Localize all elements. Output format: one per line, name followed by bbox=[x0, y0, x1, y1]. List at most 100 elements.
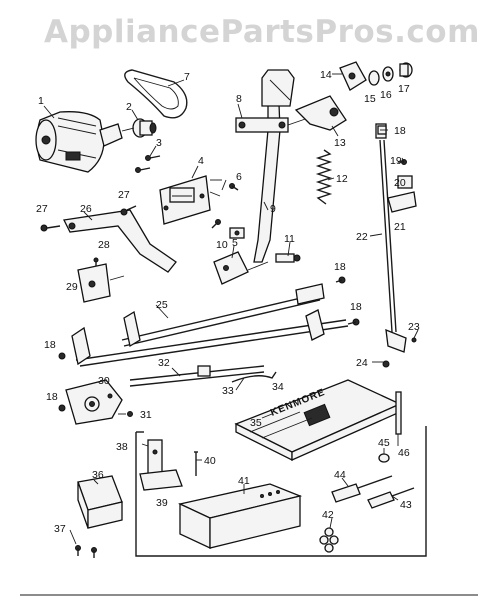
callout-26: 26 bbox=[80, 203, 92, 215]
control-box-36-part bbox=[77, 475, 123, 529]
callout-18a: 18 bbox=[394, 125, 406, 137]
callout-11: 11 bbox=[284, 233, 295, 245]
screw-18e-part bbox=[58, 404, 66, 412]
clamp-20-part bbox=[397, 175, 413, 189]
bracket-8-part bbox=[235, 115, 315, 133]
callout-7: 7 bbox=[184, 71, 190, 83]
callout-2: 2 bbox=[126, 101, 132, 113]
knob-17-part bbox=[399, 62, 413, 78]
callout-33: 33 bbox=[222, 385, 234, 397]
callout-25: 25 bbox=[156, 299, 168, 311]
callout-18d: 18 bbox=[44, 339, 56, 351]
callout-34: 34 bbox=[272, 381, 284, 393]
callout-19: 19 bbox=[390, 155, 402, 167]
callout-10: 10 bbox=[216, 239, 228, 251]
callout-18b: 18 bbox=[334, 261, 346, 273]
callout-46: 46 bbox=[398, 447, 410, 459]
callout-27b: 27 bbox=[118, 189, 130, 201]
callout-6: 6 bbox=[236, 171, 242, 183]
block-10-part bbox=[213, 251, 269, 285]
callout-9: 9 bbox=[270, 203, 276, 215]
watermark: AppliancePartsPros.com bbox=[44, 14, 480, 50]
callout-37: 37 bbox=[54, 523, 66, 535]
presser-foot-39-part bbox=[139, 439, 183, 491]
callout-18e: 18 bbox=[46, 391, 58, 403]
callout-17: 17 bbox=[398, 83, 410, 95]
callout-8: 8 bbox=[236, 93, 242, 105]
motor-pulley-part bbox=[121, 118, 157, 138]
callout-36: 36 bbox=[92, 469, 104, 481]
callout-18c: 18 bbox=[350, 301, 362, 313]
callout-42: 42 bbox=[322, 509, 334, 521]
callout-31: 31 bbox=[140, 409, 152, 421]
screw-18d-part bbox=[58, 352, 66, 360]
bracket-plate-part bbox=[159, 175, 222, 225]
screwdriver-43-part bbox=[367, 487, 415, 509]
bracket-29-part bbox=[77, 263, 125, 303]
spring-12-part bbox=[315, 149, 333, 205]
bobbins-42-part bbox=[319, 527, 339, 553]
callout-28: 28 bbox=[98, 239, 110, 251]
cap-45-part bbox=[378, 453, 390, 463]
callout-5: 5 bbox=[232, 237, 238, 249]
screw-24-part bbox=[382, 360, 390, 368]
guide-21-part bbox=[387, 191, 417, 213]
arm-26-part bbox=[63, 209, 177, 273]
callout-21: 21 bbox=[394, 221, 406, 233]
callout-15: 15 bbox=[364, 93, 376, 105]
callout-35: 35 bbox=[250, 417, 262, 429]
callout-45: 45 bbox=[378, 437, 390, 449]
washer-15-part bbox=[368, 70, 380, 86]
callout-4: 4 bbox=[198, 155, 204, 167]
rod-25-part bbox=[121, 283, 325, 347]
callout-23: 23 bbox=[408, 321, 420, 333]
callout-41: 41 bbox=[238, 475, 250, 487]
bolt-11-part bbox=[275, 253, 301, 263]
screw-31-part bbox=[127, 411, 133, 417]
leader-lines bbox=[43, 73, 419, 545]
callout-29: 29 bbox=[66, 281, 78, 293]
callout-3: 3 bbox=[156, 137, 162, 149]
callout-13: 13 bbox=[334, 137, 346, 149]
screws-3-part bbox=[135, 155, 161, 173]
callout-16: 16 bbox=[380, 89, 392, 101]
callout-43: 43 bbox=[400, 499, 412, 511]
callout-40: 40 bbox=[204, 455, 216, 467]
callout-1: 1 bbox=[38, 95, 44, 107]
callout-12: 12 bbox=[336, 173, 348, 185]
motor-part bbox=[35, 111, 123, 173]
callout-27a: 27 bbox=[36, 203, 48, 215]
callout-14: 14 bbox=[320, 69, 332, 81]
block-5-part bbox=[229, 227, 245, 239]
callout-32: 32 bbox=[158, 357, 170, 369]
drive-belt-part bbox=[124, 69, 188, 119]
screw-18b-part bbox=[335, 276, 346, 284]
rod-32-part bbox=[129, 365, 265, 387]
callout-44: 44 bbox=[334, 469, 346, 481]
screws-37-part bbox=[75, 545, 97, 558]
cam-14-part bbox=[339, 61, 367, 91]
spindle-46-part bbox=[395, 391, 402, 435]
screw-27a-part bbox=[40, 224, 61, 232]
callout-24: 24 bbox=[356, 357, 368, 369]
main-shaft-part bbox=[71, 309, 349, 367]
needle-40-part bbox=[194, 451, 198, 476]
accessory-frame-38 bbox=[135, 426, 427, 557]
callout-20: 20 bbox=[394, 177, 406, 189]
callout-30: 30 bbox=[98, 375, 110, 387]
callout-22: 22 bbox=[356, 231, 368, 243]
callout-39: 39 bbox=[156, 497, 168, 509]
hook-30-part bbox=[65, 379, 123, 425]
accessory-box-41-part bbox=[177, 483, 303, 550]
screw-18c-part bbox=[347, 318, 360, 326]
washer-16-part bbox=[382, 66, 394, 82]
callout-labels: 1 2 3 4 5 6 7 8 9 10 11 12 13 14 15 16 1… bbox=[36, 69, 420, 535]
screws-6-part bbox=[211, 183, 239, 229]
crank-13-part bbox=[294, 95, 347, 131]
callout-38: 38 bbox=[116, 441, 128, 453]
screw-27b-part bbox=[120, 205, 137, 216]
wire-34-part bbox=[231, 371, 277, 383]
screw-23-part bbox=[411, 337, 417, 343]
